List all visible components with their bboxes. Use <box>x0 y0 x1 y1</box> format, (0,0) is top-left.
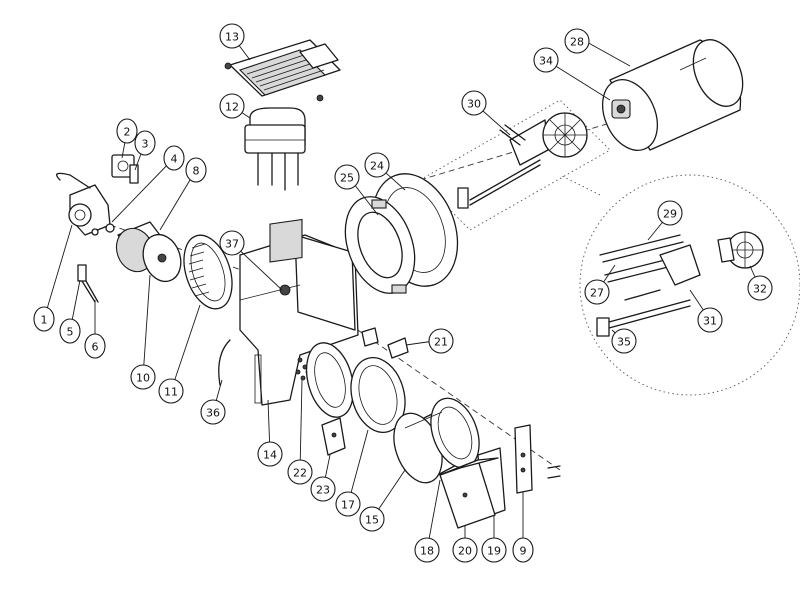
callout-29: 29 <box>657 200 683 226</box>
callout-3: 3 <box>134 130 156 156</box>
parts-24-25-flange-gasket <box>344 173 459 294</box>
callout-13-label: 13 <box>225 31 239 44</box>
callout-15-label: 15 <box>365 514 379 527</box>
callout-32-label: 32 <box>753 283 767 296</box>
callout-34: 34 <box>533 47 559 73</box>
callout-13: 13 <box>219 23 245 49</box>
callout-4-label: 4 <box>171 153 178 166</box>
callout-14-label: 14 <box>263 449 277 462</box>
callout-37-label: 37 <box>225 238 239 251</box>
callout-9: 9 <box>512 537 534 563</box>
part-21-clip <box>361 327 409 359</box>
callout-1-label: 1 <box>41 314 48 327</box>
part-13-heatsink-cover <box>224 39 341 102</box>
callout-1: 1 <box>33 306 55 332</box>
callout-18-label: 18 <box>420 545 434 558</box>
callout-6: 6 <box>84 333 106 359</box>
callout-10: 10 <box>130 364 156 390</box>
callout-15: 15 <box>359 506 385 532</box>
callout-21: 21 <box>428 328 454 354</box>
part-30-burner-head <box>419 99 611 231</box>
callout-4: 4 <box>163 145 185 171</box>
callout-28-label: 28 <box>570 36 584 49</box>
callout-25-label: 25 <box>340 172 354 185</box>
callout-9-label: 9 <box>520 545 527 558</box>
part-11-fan-wheel <box>183 234 233 310</box>
callout-34-label: 34 <box>539 55 553 68</box>
callout-12: 12 <box>219 93 245 119</box>
callout-17: 17 <box>335 491 361 517</box>
part-23-capacitor <box>321 417 346 456</box>
part-18-combustion-head <box>393 397 480 484</box>
callout-29-label: 29 <box>663 208 677 221</box>
callout-37: 37 <box>219 230 245 256</box>
parts-19-20-cover-block <box>439 447 506 529</box>
leader-lines <box>43 35 761 551</box>
callout-22: 22 <box>287 459 313 485</box>
callout-21-label: 21 <box>434 336 448 349</box>
callout-18: 18 <box>414 537 440 563</box>
detail-electrode-assembly <box>596 231 764 337</box>
callout-12-label: 12 <box>225 101 239 114</box>
part-17-ring <box>350 357 406 433</box>
main-burner-housing <box>239 218 359 418</box>
callout-6-label: 6 <box>92 341 99 354</box>
callout-31-label: 31 <box>703 315 717 328</box>
callout-31: 31 <box>697 307 723 333</box>
callout-2: 2 <box>116 118 138 144</box>
callout-11: 11 <box>158 378 184 404</box>
callout-3-label: 3 <box>142 138 149 151</box>
callout-28: 28 <box>564 28 590 54</box>
callout-24-label: 24 <box>370 160 384 173</box>
parts-1-6-pump-group <box>56 154 139 303</box>
callout-30-label: 30 <box>467 98 481 111</box>
callout-24: 24 <box>364 152 390 178</box>
callout-19-label: 19 <box>487 545 501 558</box>
callout-36-label: 36 <box>206 407 220 420</box>
part-36-hose <box>218 339 231 386</box>
callout-30: 30 <box>461 90 487 116</box>
callout-10-label: 10 <box>136 372 150 385</box>
callout-32: 32 <box>747 275 773 301</box>
detail-view-circle <box>559 174 800 396</box>
callout-27-label: 27 <box>590 287 604 300</box>
callout-35: 35 <box>611 328 637 354</box>
part-10-motor <box>115 221 182 283</box>
callout-5-label: 5 <box>67 326 74 339</box>
callout-19: 19 <box>481 537 507 563</box>
callout-20: 20 <box>452 537 478 563</box>
callout-23-label: 23 <box>316 484 330 497</box>
callout-8-label: 8 <box>193 165 200 178</box>
callout-11-label: 11 <box>164 386 178 399</box>
callout-14: 14 <box>257 441 283 467</box>
callout-20-label: 20 <box>458 545 472 558</box>
callout-36: 36 <box>200 399 226 425</box>
callout-22-label: 22 <box>293 467 307 480</box>
callout-17-label: 17 <box>341 499 355 512</box>
callout-27: 27 <box>584 279 610 305</box>
part-28-cylinder <box>601 39 744 151</box>
callout-5: 5 <box>59 318 81 344</box>
callout-2-label: 2 <box>124 126 131 139</box>
callout-23: 23 <box>310 476 336 502</box>
callout-25: 25 <box>334 164 360 190</box>
part-12-transformer <box>244 107 306 191</box>
callout-8: 8 <box>185 157 207 183</box>
callout-35-label: 35 <box>617 336 631 349</box>
part-9-bracket <box>514 424 561 494</box>
